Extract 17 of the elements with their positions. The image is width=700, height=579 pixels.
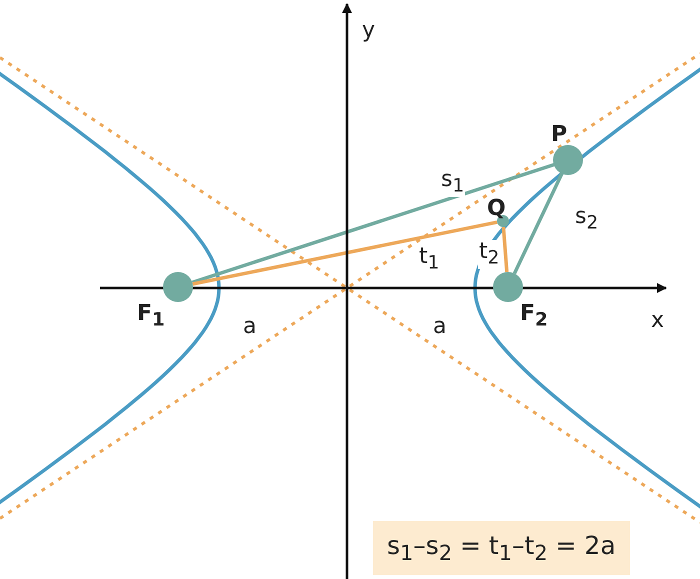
point-label: F$_{2}$ (520, 303, 548, 330)
point-label: Q (487, 198, 506, 220)
line-segment (502, 226, 509, 272)
point-dot (553, 145, 584, 175)
formula-box: s$_{1}$–s$_{2}$ = t$_{1}$–t$_{2}$ = 2a (373, 521, 630, 575)
dimension-label: a (243, 316, 256, 338)
point-dot (493, 272, 523, 302)
edge-label: t$_{2}$ (478, 240, 500, 269)
line-segment (512, 172, 564, 274)
point-label: P (551, 124, 568, 146)
dimension-label: a (433, 316, 446, 338)
axis-label: y (362, 20, 376, 42)
point-dot (163, 272, 193, 302)
point-label: F$_{1}$ (137, 303, 165, 330)
line-segment (192, 220, 498, 286)
axis-label: x (651, 310, 664, 332)
line-segment (192, 162, 555, 284)
